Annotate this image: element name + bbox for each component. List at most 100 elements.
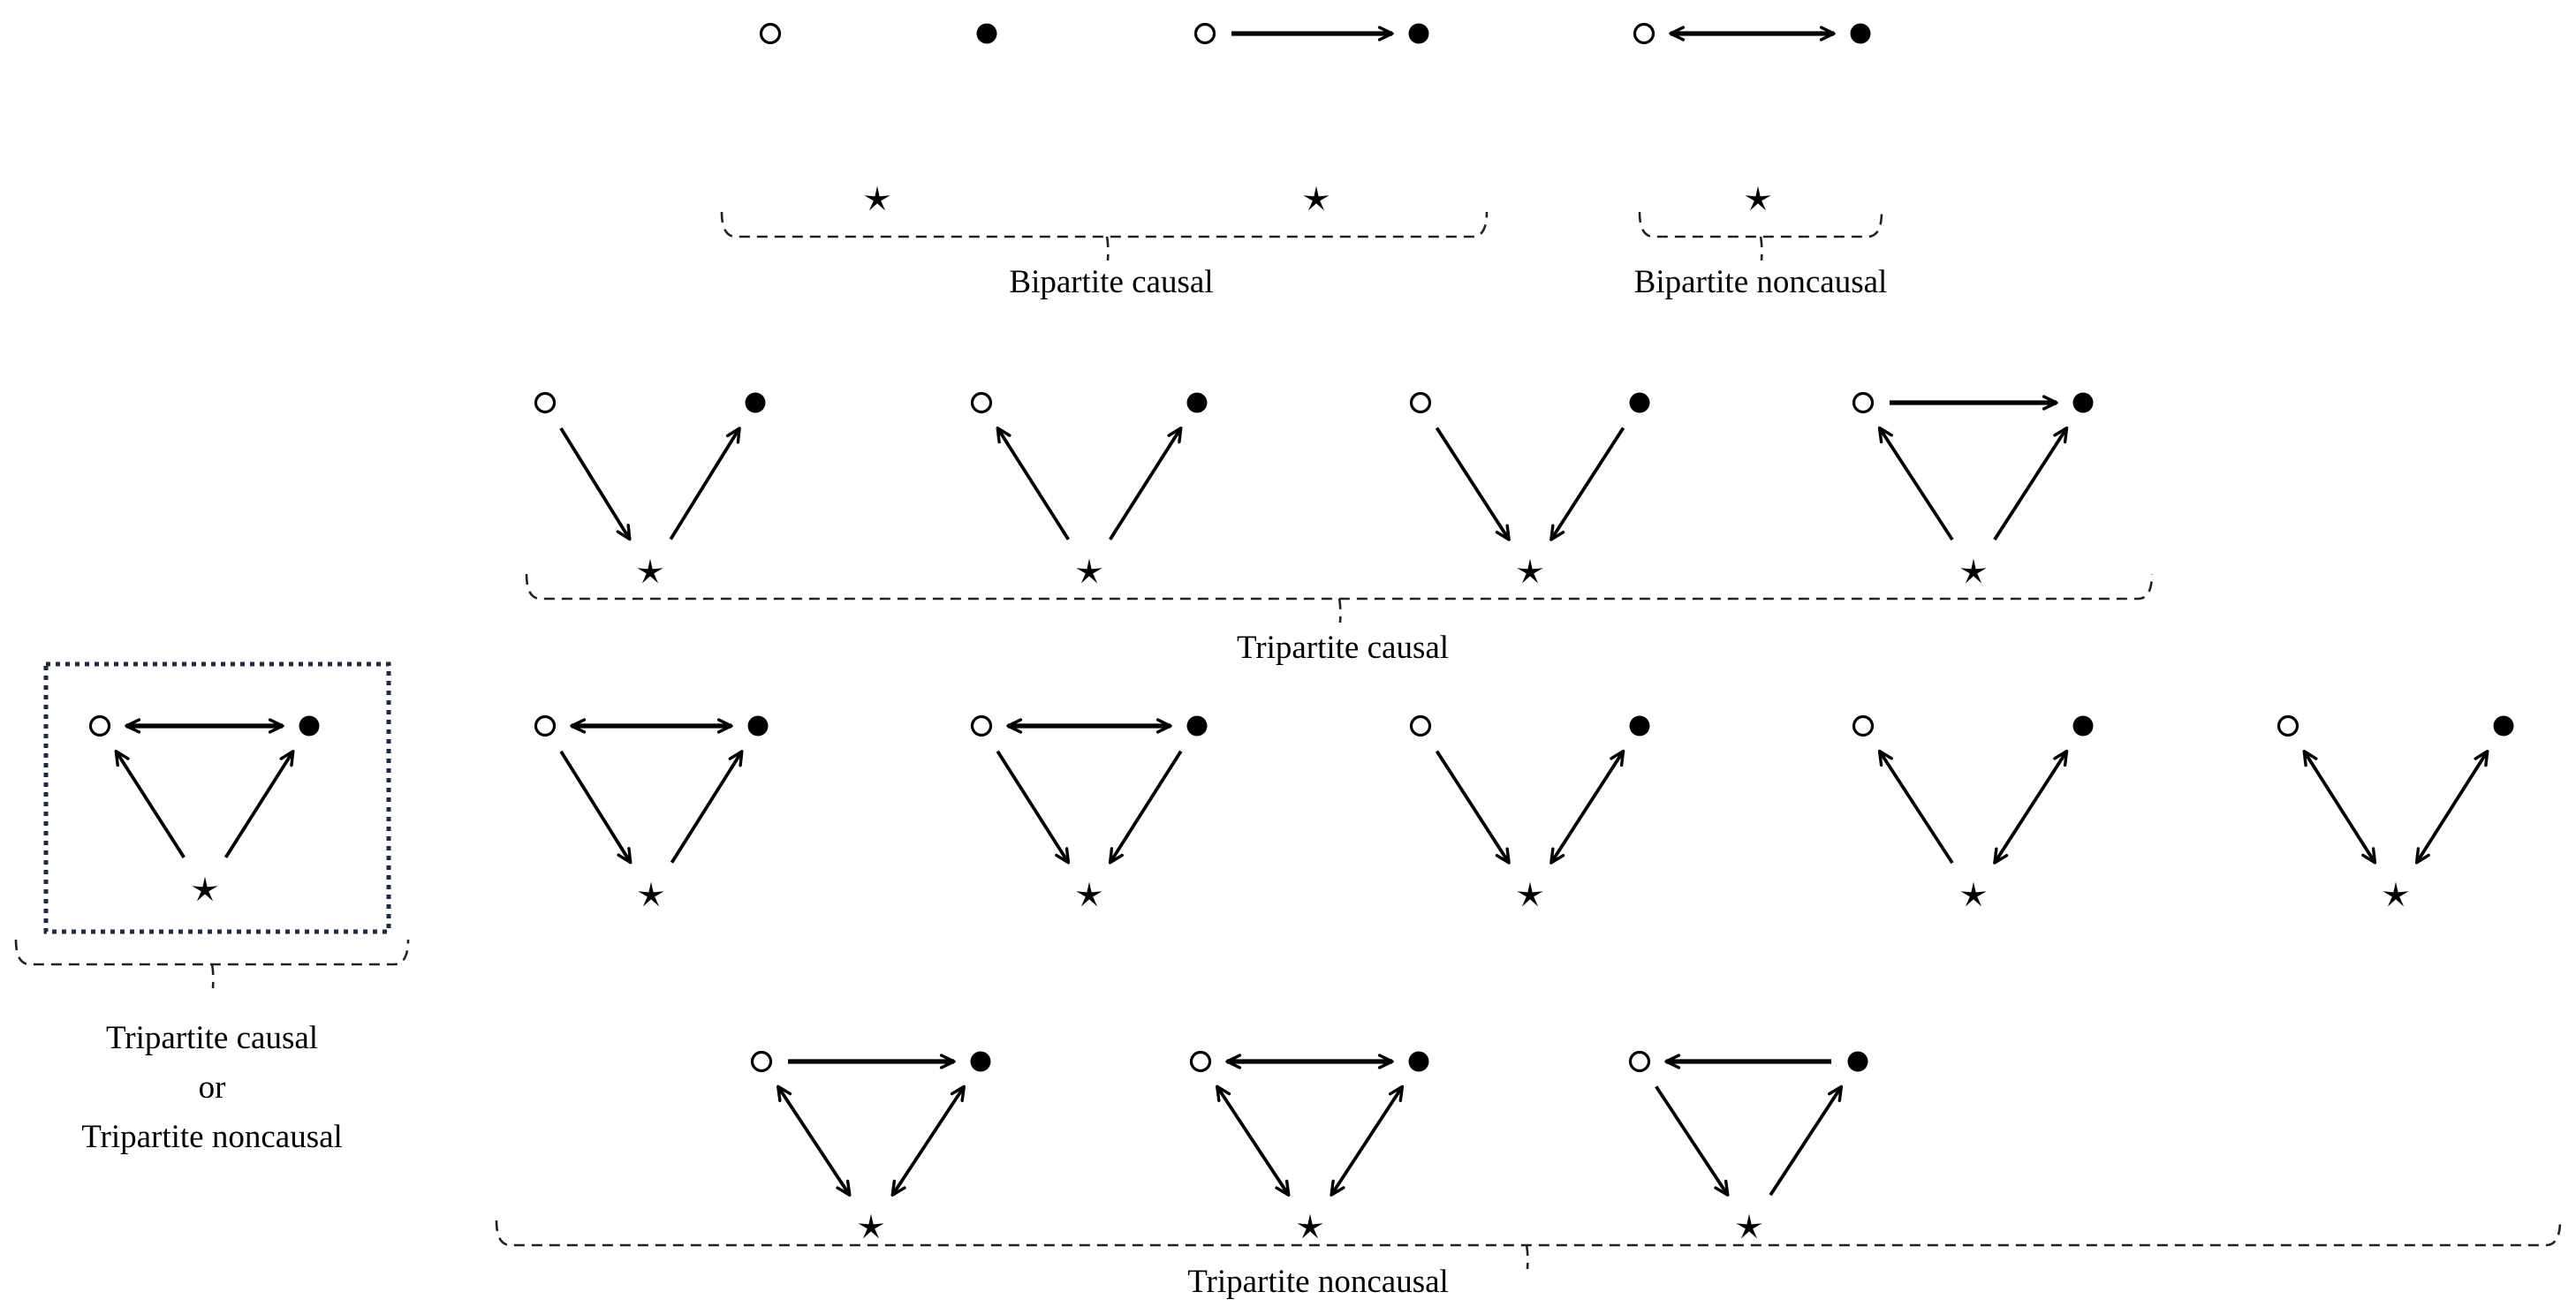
open-node-icon — [534, 391, 557, 414]
edge-line — [777, 1085, 852, 1197]
open-node-icon — [1633, 22, 1655, 45]
arrowhead-icon — [279, 750, 295, 767]
arrowhead-icon — [2042, 395, 2058, 411]
open-node-icon — [750, 1050, 773, 1073]
arrowhead-icon — [616, 523, 632, 541]
arrowhead-icon — [1549, 524, 1565, 541]
open-node-icon — [2277, 714, 2299, 737]
arrowhead-icon — [114, 749, 130, 767]
edge-line — [1108, 427, 1183, 540]
arrowhead-icon — [890, 1179, 906, 1197]
label-bipartite-causal: Bipartite causal — [1009, 264, 1214, 300]
arrowhead-icon — [1819, 26, 1836, 42]
star-node-icon — [1517, 881, 1543, 907]
star-node-icon — [637, 558, 663, 584]
arrowhead-icon — [2302, 749, 2318, 767]
label-tripartite-noncausal: Tripartite noncausal — [1187, 1264, 1449, 1300]
edge-line — [1549, 427, 1625, 541]
arrowhead-icon — [1275, 1179, 1291, 1197]
arrowhead-icon — [716, 718, 733, 734]
star-node-icon — [864, 185, 890, 211]
edge-line — [670, 750, 744, 864]
brace-tripartite-noncausal — [495, 1220, 2562, 1270]
star-node-icon — [1960, 881, 1987, 907]
label-bipartite-noncausal: Bipartite noncausal — [1633, 264, 1888, 300]
arrowhead-icon — [1388, 1084, 1405, 1103]
star-node-icon — [1517, 558, 1543, 584]
arrowhead-icon — [836, 1179, 852, 1197]
brace-bipartite-noncausal — [1638, 211, 1883, 261]
open-node-icon — [1409, 714, 1432, 737]
open-node-icon — [1852, 391, 1875, 414]
arrowhead-icon — [1495, 847, 1511, 865]
highlight-box — [43, 661, 391, 934]
arrowhead-icon — [2053, 426, 2069, 444]
edge-line — [2302, 750, 2377, 864]
arrowhead-icon — [725, 427, 741, 444]
open-node-icon — [970, 714, 993, 737]
open-node-icon — [1193, 22, 1216, 45]
arrowhead-icon — [1216, 1084, 1231, 1102]
edge-line — [996, 427, 1071, 540]
label-tripartite-causal: Tripartite causal — [1236, 630, 1450, 666]
edge-line — [1216, 1085, 1291, 1197]
open-node-icon — [534, 714, 557, 737]
arrowhead-icon — [1108, 847, 1124, 865]
arrowhead-icon — [1377, 26, 1394, 42]
arrowhead-icon — [777, 1084, 792, 1102]
arrowhead-icon — [2053, 749, 2069, 767]
edge-line — [996, 750, 1071, 864]
filled-node-icon — [2493, 715, 2514, 737]
arrowhead-icon — [570, 718, 587, 734]
arrowhead-icon — [1155, 718, 1172, 734]
star-node-icon — [1076, 558, 1102, 584]
edge-line — [1435, 750, 1511, 865]
filled-node-icon — [747, 715, 769, 737]
open-node-icon — [1189, 1050, 1212, 1073]
arrowhead-icon — [728, 750, 744, 767]
filled-node-icon — [299, 715, 320, 737]
filled-node-icon — [1847, 1051, 1868, 1072]
arrowhead-icon — [2474, 749, 2489, 767]
filled-node-icon — [1850, 23, 1871, 44]
arrowhead-icon — [1495, 524, 1511, 541]
label-box-caption-line2: or — [198, 1069, 226, 1106]
filled-node-icon — [976, 23, 997, 44]
arrowhead-icon — [1225, 1054, 1242, 1069]
edge-line — [1877, 427, 1954, 541]
arrowhead-icon — [939, 1054, 956, 1069]
arrowhead-icon — [2361, 847, 2377, 865]
star-node-icon — [192, 876, 218, 902]
edge-line — [559, 427, 632, 540]
arrowhead-icon — [1664, 1054, 1681, 1069]
filled-node-icon — [1408, 23, 1429, 44]
arrowhead-icon — [2414, 847, 2430, 865]
star-node-icon — [638, 881, 664, 907]
edge-line — [559, 750, 633, 864]
arrowhead-icon — [125, 718, 141, 734]
arrowhead-icon — [1167, 426, 1183, 444]
arrowhead-icon — [1377, 1054, 1394, 1069]
arrowhead-icon — [1827, 1084, 1844, 1103]
filled-node-icon — [2072, 392, 2094, 413]
arrowhead-icon — [1006, 718, 1023, 734]
label-box-caption-line1: Tripartite causal — [105, 1020, 319, 1056]
brace-tripartite-causal — [525, 573, 2154, 623]
edge-line — [1993, 427, 2069, 541]
filled-node-icon — [1186, 392, 1208, 413]
open-node-icon — [1628, 1050, 1651, 1073]
open-node-icon — [970, 391, 993, 414]
arrowhead-icon — [268, 718, 284, 734]
open-node-icon — [1409, 391, 1432, 414]
star-node-icon — [1303, 185, 1330, 211]
label-box-caption-line3: Tripartite noncausal — [81, 1119, 343, 1155]
filled-node-icon — [745, 392, 766, 413]
edge-line — [1655, 1085, 1730, 1197]
filled-node-icon — [1629, 715, 1650, 737]
edge-line — [1769, 1085, 1843, 1197]
arrowhead-icon — [1993, 847, 2009, 865]
arrowhead-icon — [617, 847, 633, 865]
edge-line — [669, 427, 741, 540]
filled-node-icon — [1408, 1051, 1429, 1072]
